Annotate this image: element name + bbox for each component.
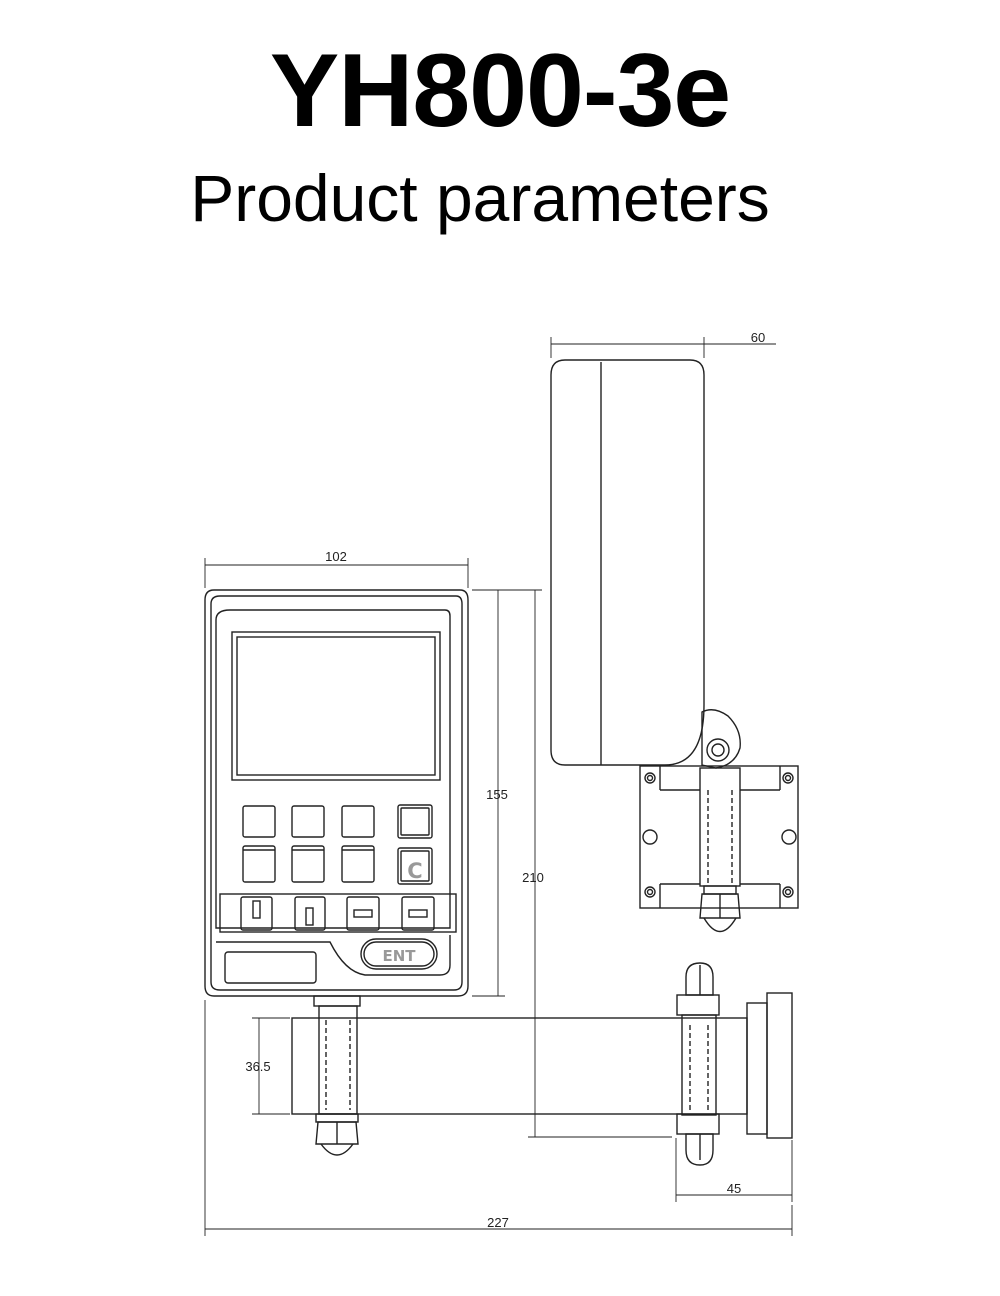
clear-key-label: C [407,859,422,883]
dim-panel-width: 102 [325,549,347,564]
model-title: YH800-3e [269,33,731,149]
dim-hinge-width: 45 [727,1181,741,1196]
dim-side-depth: 60 [751,330,765,345]
dim-overall-width: 227 [487,1215,509,1230]
dimension-lines [204,337,793,1236]
dim-bracket-height: 36.5 [245,1059,270,1074]
side-view [550,359,799,933]
dim-overall-height: 210 [522,870,544,885]
dim-panel-height: 155 [486,787,508,802]
support-arm [291,962,793,1166]
front-panel [204,589,469,1007]
page-subtitle: Product parameters [190,161,770,235]
enter-key-label: ENT [382,947,416,965]
